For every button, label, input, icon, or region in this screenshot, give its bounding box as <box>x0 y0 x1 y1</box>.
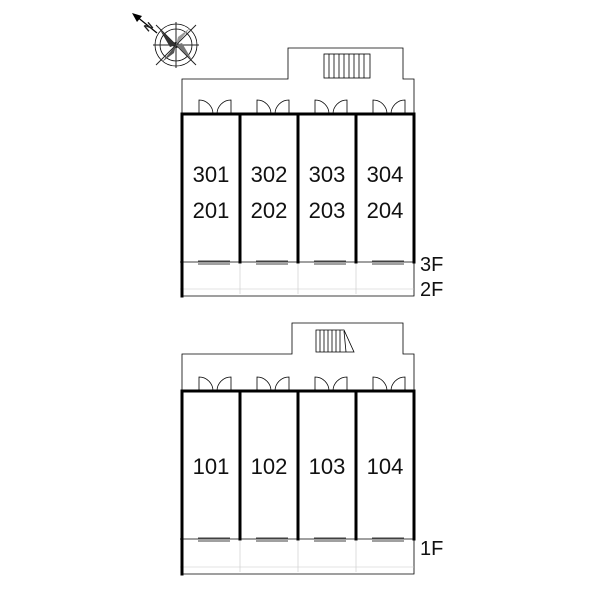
door-icon <box>198 376 232 392</box>
compass: N <box>132 13 199 68</box>
lower-walls <box>180 389 416 576</box>
window <box>372 537 404 542</box>
unit-label: 101 <box>193 454 230 479</box>
north-letter: N <box>142 20 156 34</box>
window <box>198 537 230 542</box>
upper-unit-labels: 301 201 302 202 303 203 304 204 <box>193 162 404 223</box>
lower-windows <box>198 537 404 572</box>
door-icon <box>372 99 406 115</box>
compass-rose-icon <box>153 22 199 68</box>
unit-label: 102 <box>251 454 288 479</box>
unit-label: 302 <box>251 162 288 187</box>
floor-label: 1F <box>420 538 443 560</box>
lower-doors <box>198 376 406 392</box>
door-icon <box>256 376 290 392</box>
upper-staircase-icon <box>323 53 371 79</box>
unit-label: 103 <box>309 454 346 479</box>
door-icon <box>256 99 290 115</box>
door-icon <box>198 99 232 115</box>
lower-staircase-icon <box>315 329 355 353</box>
lower-building: 101 102 103 104 1F <box>180 322 443 576</box>
floor-label: 3F <box>420 254 443 276</box>
unit-label: 104 <box>367 454 404 479</box>
upper-building: 301 201 302 202 303 203 304 204 3F 2F <box>180 47 443 301</box>
unit-label: 304 <box>367 162 404 187</box>
unit-label: 303 <box>309 162 346 187</box>
window <box>198 260 230 265</box>
unit-label: 301 <box>193 162 230 187</box>
window <box>256 260 288 265</box>
upper-walls <box>180 112 416 298</box>
door-icon <box>372 376 406 392</box>
window <box>314 260 346 265</box>
unit-label: 202 <box>251 198 288 223</box>
upper-doors <box>198 99 406 115</box>
door-icon <box>314 99 348 115</box>
window <box>372 260 404 265</box>
door-icon <box>314 376 348 392</box>
upper-windows <box>198 260 404 294</box>
window <box>314 537 346 542</box>
north-arrow-icon <box>132 13 158 34</box>
floor-label: 2F <box>420 279 443 301</box>
unit-label: 203 <box>309 198 346 223</box>
lower-unit-labels: 101 102 103 104 <box>193 454 404 479</box>
unit-label: 204 <box>367 198 404 223</box>
unit-label: 201 <box>193 198 230 223</box>
window <box>256 537 288 542</box>
